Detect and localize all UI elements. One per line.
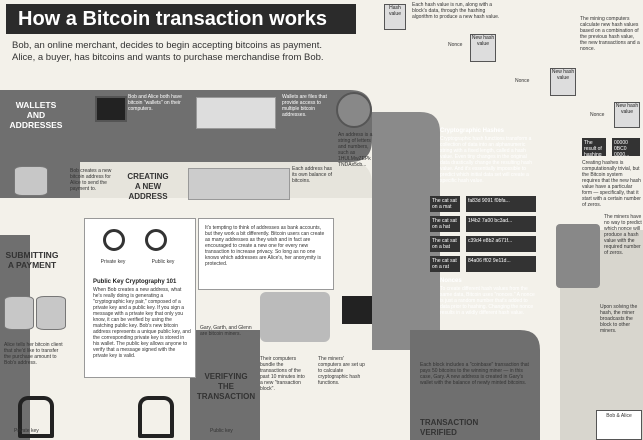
new-hash-box-1: New hash value — [470, 34, 496, 62]
hash-answer-box: 00000 0BC0 0000... — [612, 138, 640, 156]
submitting-note: Alice tells her bitcoin client that she'… — [4, 342, 63, 366]
ledger-icon: Bob & Alice — [596, 410, 642, 440]
wallet-files-icon — [196, 97, 276, 129]
key-icon — [145, 229, 167, 251]
lock-icon — [18, 396, 54, 438]
tempting-panel: It's tempting to think of addresses as b… — [198, 218, 334, 290]
mining-computer-icon — [342, 296, 372, 324]
miners-illustration — [260, 292, 330, 342]
their-computers-note: Their computers bundle the transactions … — [260, 356, 305, 392]
hash-row-output: fa83d 9091 f0bfa... — [466, 196, 536, 212]
private-key-label-2: Private key — [14, 428, 39, 434]
ledger-label: Bob & Alice — [606, 413, 632, 419]
computer-icon — [95, 96, 127, 122]
lock-icon — [138, 396, 174, 438]
hash-value-box: Hash value — [384, 4, 406, 30]
hash-row-input: The cat sat on a rat — [430, 256, 460, 272]
address-stack-icon — [188, 168, 290, 200]
nonces-title: Nonces — [440, 278, 462, 284]
upon-solution-note: Upon solving the hash, the miner broadca… — [600, 304, 638, 334]
hash-row-input: The cat sat on a mat — [430, 196, 460, 212]
section-wallets-label: WALLETS AND ADDRESSES — [9, 100, 63, 130]
block-note: Each block includes a "coinbase" transac… — [420, 362, 529, 386]
nonce-label-3: Nonce — [590, 112, 605, 118]
private-key-label: Private key — [100, 259, 126, 265]
miners-calc-note: The miners' computers are set up to calc… — [318, 356, 365, 386]
hash-row-output: 84a06 ff02 9e11d... — [466, 256, 536, 272]
pkc-text: When Bob creates a new address, what he'… — [93, 287, 191, 359]
crypto-text: Cryptographic hash functions transform a… — [440, 136, 533, 184]
key-icon — [103, 229, 125, 251]
intro-line-1: Bob, an online merchant, decides to begi… — [12, 40, 322, 51]
intro-line-2: Alice, a buyer, has bitcoins and wants t… — [12, 52, 324, 63]
new-hash-box-2: New hash value — [550, 68, 576, 96]
section-verifying-label: VERIFYING THE TRANSACTION — [196, 372, 256, 401]
section-submitting-label: SUBMITTING A PAYMENT — [5, 250, 59, 270]
bob-wallet-icon — [36, 296, 66, 330]
wallet-cylinder-icon — [14, 166, 48, 196]
alice-wallet-icon — [4, 296, 34, 330]
address-note: An address is a string of letters and nu… — [338, 132, 373, 168]
nonce-label-2: Nonce — [515, 78, 530, 84]
page-title: How a Bitcoin transaction works — [6, 4, 356, 34]
each-address-note: Each address has its own balance of bitc… — [292, 166, 333, 184]
pkc-panel: Private key Public key Public Key Crypto… — [84, 218, 196, 378]
nonces-text: To create different hash values from the… — [440, 286, 535, 316]
hash-intro-note: Each hash value is run, along with a blo… — [412, 2, 500, 20]
intro-text: Bob, an online merchant, decides to begi… — [12, 40, 372, 64]
tempting-text: It's tempting to think of addresses as b… — [205, 225, 325, 267]
public-key-label-2: Public key — [210, 428, 233, 434]
hash-row-output: 1f4b2 7a00 bc3ad... — [466, 216, 536, 232]
miners-note: The miners have no way to predict which … — [604, 214, 642, 256]
new-hash-box-3: New hash value — [614, 102, 640, 128]
nonce-label-1: Nonce — [448, 42, 463, 48]
top-right-note: The mining computers calculate new hash … — [580, 16, 640, 52]
wallet-note: Bob and Alice both have bitcoin "wallets… — [128, 94, 182, 112]
pkc-title: Public Key Cryptography 101 — [93, 279, 177, 285]
gary-note: Gary, Garth, and Glenn are bitcoin miner… — [200, 325, 252, 337]
crypto-title: Cryptographic Hashes — [440, 128, 505, 134]
create-note: Bob creates a new bitcoin address for Al… — [70, 168, 112, 192]
miner-figure — [556, 224, 600, 288]
wallet-files-note: Wallets are files that provide access to… — [282, 94, 327, 118]
bitcoin-coin-icon — [336, 92, 372, 128]
section-verified-label: TRANSACTION VERIFIED — [420, 418, 479, 437]
hash-question-box: The result of hashing SOMETHING? ??? — [582, 138, 606, 156]
hash-row-input: The cat sat on a bat — [430, 236, 460, 252]
hashing-note: Creating hashes is computationally trivi… — [582, 160, 641, 208]
public-key-label: Public key — [151, 259, 175, 265]
section-create-label: CREATING A NEW ADDRESS — [127, 172, 169, 201]
hash-row-output: c39d4 e8b2 a671f... — [466, 236, 536, 252]
hash-row-input: The cat sat on a hat — [430, 216, 460, 232]
